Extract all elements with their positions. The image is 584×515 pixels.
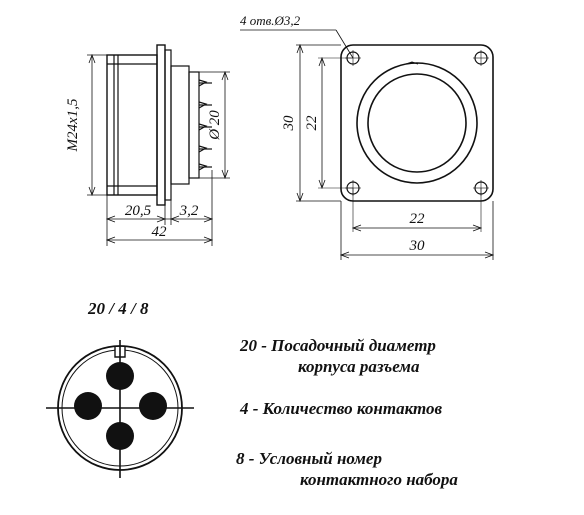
connector-nut [164, 49, 172, 201]
contact-3 [139, 392, 167, 420]
dim-height-outer-label: 30 [281, 115, 297, 132]
legend-item1-line2: корпуса разъема [298, 357, 420, 376]
contact-pins [198, 79, 212, 171]
diameter-label: Ø 20 [207, 110, 223, 141]
mounting-holes [345, 50, 489, 196]
connector-flange [156, 44, 166, 206]
dim-flange-label: 3,2 [179, 203, 199, 219]
dim-width-outer-label: 30 [409, 238, 426, 254]
dim-height-inner-label: 22 [304, 115, 320, 131]
dim-width-inner-label: 22 [410, 211, 426, 227]
contact-4 [106, 422, 134, 450]
rear-insulator [170, 65, 190, 185]
flange-square [340, 44, 494, 202]
dim-total-label: 42 [152, 224, 168, 240]
legend-item2: 4 - Количество контактов [240, 399, 443, 418]
legend-item3-line2: контактного набора [300, 470, 458, 489]
side-view [87, 44, 230, 246]
thread-label: M24x1,5 [65, 98, 81, 152]
contact-1 [106, 362, 134, 390]
front-view [240, 29, 495, 260]
body-outer-circle [356, 62, 478, 184]
contact-2 [74, 392, 102, 420]
dim-body-label: 20,5 [125, 203, 152, 219]
legend-item3-line1: 8 - Условный номер [236, 449, 382, 468]
holes-note: 4 отв.Ø3,2 [240, 13, 301, 28]
contact-layout [46, 340, 194, 478]
legend-item1-line1: 20 - Посадочный диаметр [240, 336, 436, 355]
body-inner-circle [367, 73, 467, 173]
code-title: 20 / 4 / 8 [88, 299, 149, 318]
